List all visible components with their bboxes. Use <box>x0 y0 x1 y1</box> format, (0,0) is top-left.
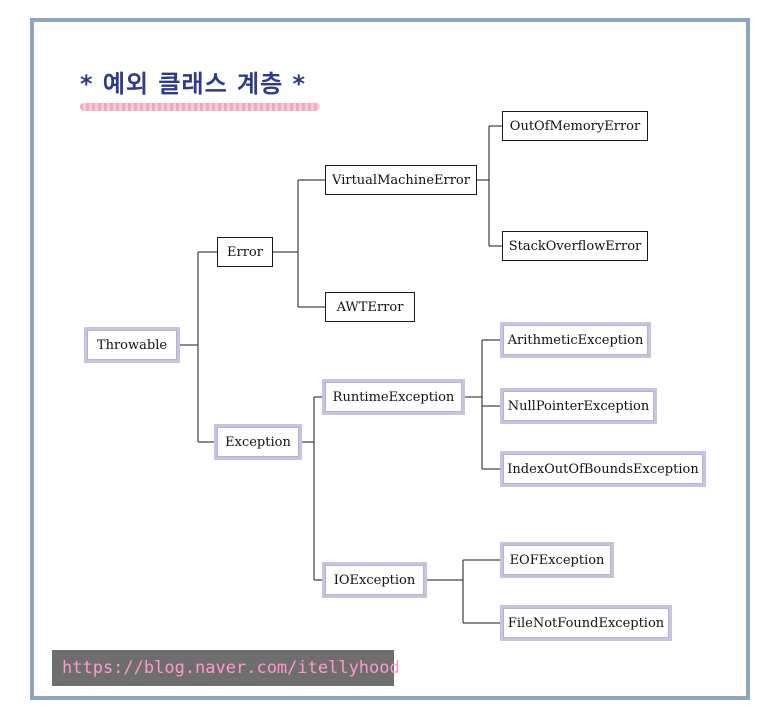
node-runtime-exception: RuntimeException <box>322 379 465 415</box>
node-stack-overflow-error: StackOverflowError <box>502 231 648 261</box>
diagram-title: * 예외 클래스 계층 * <box>80 70 307 98</box>
node-virtual-machine-error: VirtualMachineError <box>325 165 477 195</box>
title-underline <box>80 103 320 111</box>
watermark-url: https://blog.naver.com/itellyhood <box>62 658 400 678</box>
node-throwable: Throwable <box>84 327 180 363</box>
node-arithmetic-exception: ArithmeticException <box>500 322 651 358</box>
node-io-exception: IOException <box>322 562 427 598</box>
node-exception: Exception <box>214 424 302 460</box>
diagram-frame <box>30 18 750 700</box>
node-eof-exception: EOFException <box>500 542 614 578</box>
node-awt-error: AWTError <box>325 292 415 322</box>
watermark: https://blog.naver.com/itellyhood <box>52 650 400 686</box>
node-null-pointer-exception: NullPointerException <box>500 388 657 424</box>
node-file-not-found-exception: FileNotFoundException <box>500 605 672 641</box>
node-index-out-of-bounds-exception: IndexOutOfBoundsException <box>500 451 706 487</box>
node-out-of-memory-error: OutOfMemoryError <box>502 111 648 141</box>
node-error: Error <box>217 237 273 267</box>
